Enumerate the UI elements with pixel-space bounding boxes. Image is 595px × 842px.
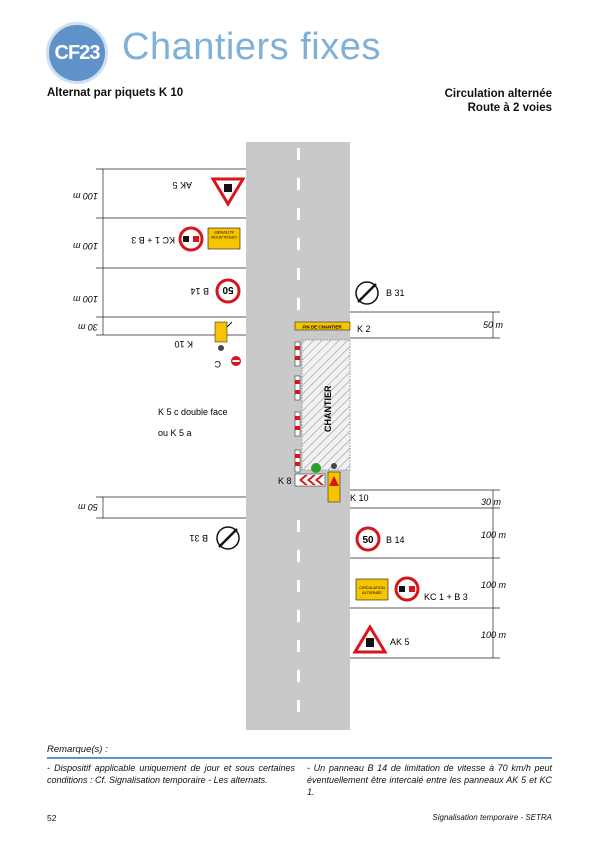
b14-sign-left: 50 <box>215 278 241 304</box>
right-label-b31: B 31 <box>386 288 405 298</box>
left-distance-4: 30 m <box>77 322 98 332</box>
right-reference-lines <box>350 311 500 659</box>
remark-left: - Dispositif applicable uniquement de jo… <box>47 763 295 785</box>
remark-title: Remarque(s) : <box>47 744 108 755</box>
left-distance-3: 100 m <box>72 294 98 304</box>
green-traffic-light <box>311 463 321 473</box>
k10-flagman-left <box>214 321 233 351</box>
signage-diagram: CHANTIER 100 m 100 m 100 m 30 m 50 m 5 <box>72 142 507 730</box>
b14-sign-right: 50 <box>355 526 381 552</box>
right-label-k10: K 10 <box>350 493 369 503</box>
right-panel-text1: CIRCULATION <box>359 586 385 590</box>
right-distance-5: 100 m <box>481 630 507 640</box>
right-label-k8: K 8 <box>278 476 292 486</box>
right-distance-4: 100 m <box>481 580 507 590</box>
b31-sign-left <box>216 526 240 550</box>
footer-source: Signalisation temporaire - SETRA <box>432 813 552 822</box>
subtitle-right: Circulation alternée Route à 2 voies <box>445 87 552 115</box>
right-label-b14: B 14 <box>386 535 405 545</box>
cf23-badge: CF23 <box>46 22 108 84</box>
no-entry-sign-left <box>231 356 241 366</box>
left-label-c: C <box>214 359 221 369</box>
kc1-panel-right: CIRCULATION ALTERNÉE <box>355 578 389 601</box>
right-label-k2: K 2 <box>357 324 371 334</box>
ak5-sign-right <box>352 624 388 654</box>
right-label-kc1-b3: KC 1 + B 3 <box>424 592 468 602</box>
left-distance-2: 100 m <box>72 241 98 251</box>
k5-label-2: ou K 5 a <box>158 428 192 438</box>
left-label-ak5: AK 5 <box>172 180 192 190</box>
left-label-b14: B 14 <box>190 286 209 296</box>
k2-panel: FIN DE CHANTIER <box>294 321 351 331</box>
work-zone <box>301 339 351 471</box>
page-number: 52 <box>47 813 57 823</box>
left-label-kc1-b3: KC 1 + B 3 <box>131 235 175 245</box>
remark-divider <box>47 757 552 759</box>
right-distance-1: 50 m <box>483 320 504 330</box>
left-label-b31: B 31 <box>189 533 208 543</box>
b31-sign-right <box>355 281 379 305</box>
right-distance-2: 30 m <box>481 497 502 507</box>
left-panel-text1: CIRCULATION <box>211 235 237 239</box>
k5-label-1: K 5 c double face <box>158 407 228 417</box>
b3-sign-right <box>394 576 420 602</box>
left-speed-text: 50 <box>222 284 234 295</box>
k2-panel-text: FIN DE CHANTIER <box>302 325 342 330</box>
chantier-label: CHANTIER <box>323 385 333 432</box>
b3-sign-left <box>178 226 204 252</box>
left-reference-lines <box>96 168 246 519</box>
right-panel-text2: ALTERNÉE <box>362 590 382 595</box>
k5-beacons <box>294 341 301 473</box>
k8-chevron-panel <box>294 473 326 487</box>
right-distance-3: 100 m <box>481 530 507 540</box>
subtitle-right-line2: Route à 2 voies <box>467 102 552 114</box>
road-center-dashes <box>297 148 300 712</box>
subtitle-right-line1: Circulation alternée <box>444 88 552 100</box>
right-label-ak5: AK 5 <box>390 637 410 647</box>
page-title: Chantiers fixes <box>122 26 381 68</box>
kc1-panel-left: CIRCULATION ALTERNÉE <box>207 227 241 250</box>
right-speed-text: 50 <box>362 535 374 546</box>
ak5-sign-left <box>210 177 246 207</box>
subtitle-left: Alternat par piquets K 10 <box>47 87 184 99</box>
remark-right: - Un panneau B 14 de limitation de vites… <box>307 763 552 797</box>
left-distance-1: 100 m <box>72 191 98 201</box>
left-distance-5: 50 m <box>77 502 98 512</box>
left-label-k10: K 10 <box>174 339 193 349</box>
k10-flagman-right <box>327 463 341 503</box>
left-panel-text2: ALTERNÉE <box>214 230 234 235</box>
